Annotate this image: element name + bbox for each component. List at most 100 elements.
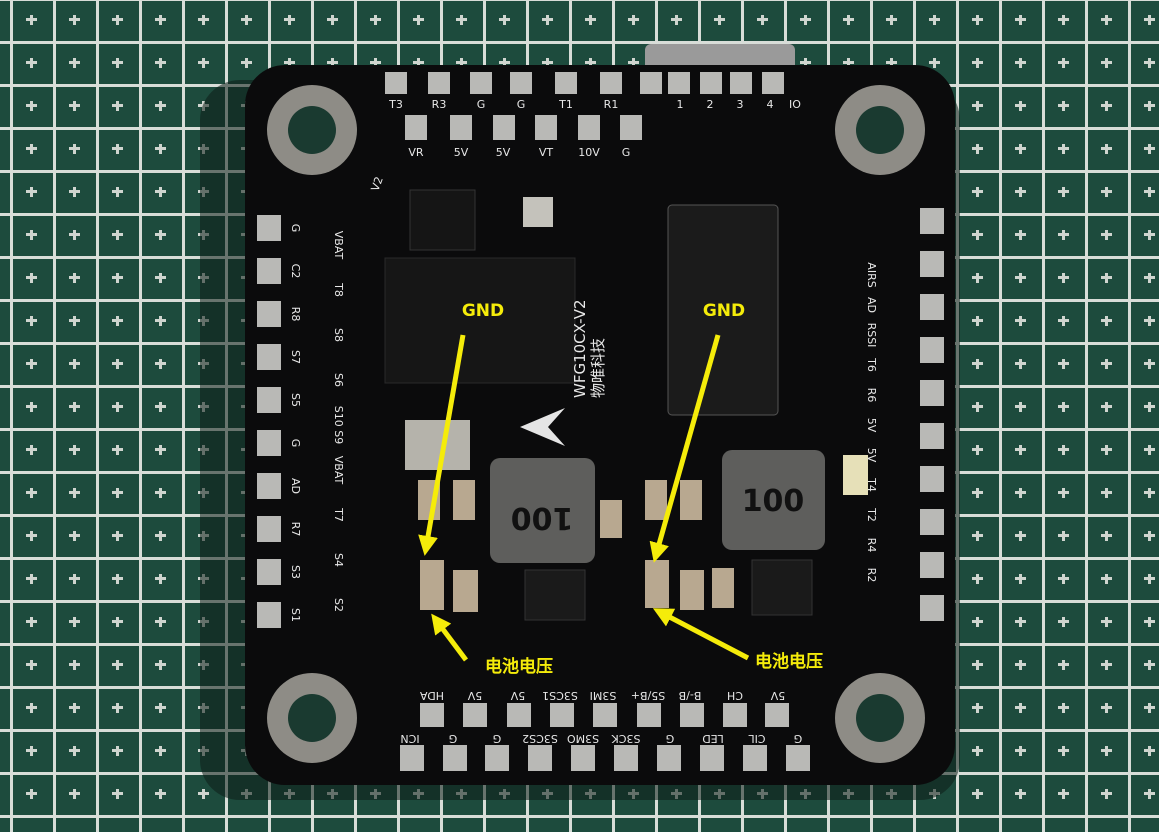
silk-label: IO <box>789 98 801 111</box>
solder-pad <box>578 115 600 140</box>
silk-label: 5V <box>865 418 878 433</box>
silk-label: S3CS1 <box>542 689 578 702</box>
solder-pad <box>920 466 944 492</box>
silk-label: VBAT <box>332 456 345 485</box>
inductor-right-label: 100 <box>742 484 805 519</box>
arrow-battery-left <box>431 613 468 662</box>
sd-card-slot <box>667 204 779 416</box>
solder-pad <box>640 72 662 94</box>
solder-pad <box>463 703 487 727</box>
solder-pad <box>257 473 281 499</box>
silk-label: S10 S9 <box>332 406 345 444</box>
silk-label: S7 <box>289 350 302 364</box>
solder-pad <box>443 745 467 771</box>
arrow-gnd-right <box>649 334 721 563</box>
solder-pad <box>257 215 281 241</box>
solder-pad <box>257 387 281 413</box>
silk-label: S3MI <box>590 689 617 702</box>
solder-pad <box>385 72 407 94</box>
silk-label: CIL <box>748 732 766 745</box>
silk-label: T6 <box>865 357 878 372</box>
board-version-label: V2 <box>369 175 386 193</box>
board-model-label: WFG10CX-V2 <box>571 299 589 398</box>
silk-label: S4 <box>332 553 345 567</box>
silk-label: RSSI <box>865 323 878 348</box>
solder-pad <box>786 745 810 771</box>
silk-label: VBAT <box>332 231 345 260</box>
silk-label: 2 <box>707 98 714 111</box>
solder-pad <box>571 745 595 771</box>
mounting-holes <box>267 85 925 763</box>
arrow-gnd-left <box>418 334 466 556</box>
silk-label: S2 <box>332 598 345 612</box>
solder-pad <box>765 703 789 727</box>
solder-pad <box>257 301 281 327</box>
mosfet-right <box>751 559 813 616</box>
solder-pad <box>493 115 515 140</box>
solder-pad <box>620 115 642 140</box>
solder-pad <box>600 72 622 94</box>
silk-label: R4 <box>865 538 878 553</box>
silk-label: 5V <box>865 448 878 463</box>
flight-controller-board <box>245 65 955 785</box>
silk-label: C2 <box>289 264 302 279</box>
voltage-regulator-chip <box>409 189 476 251</box>
silk-label: VT <box>539 146 554 159</box>
solder-pad <box>257 559 281 585</box>
solder-pad <box>637 703 661 727</box>
silk-label: R8 <box>289 307 302 322</box>
silk-label: T8 <box>332 282 345 297</box>
silk-label: VR <box>408 146 424 159</box>
silk-label: G <box>517 98 526 111</box>
silk-label: AD <box>865 297 878 313</box>
crystal <box>405 420 470 470</box>
solder-pad <box>680 703 704 727</box>
solder-pad <box>485 745 509 771</box>
silk-label: 5V <box>510 689 525 702</box>
silk-label: G <box>493 732 502 745</box>
inductor-right <box>722 450 825 550</box>
silk-label: S5/B+ <box>631 689 665 702</box>
arrow-battery-right <box>652 608 750 661</box>
silk-label: LED <box>702 732 724 745</box>
solder-pad <box>700 745 724 771</box>
solder-pad <box>920 251 944 277</box>
silk-label: T2 <box>865 507 878 522</box>
solder-pad <box>400 745 424 771</box>
silk-label: AIRS <box>865 262 878 287</box>
solder-pad <box>257 344 281 370</box>
silk-label: ICN <box>400 732 419 745</box>
silk-label: B-/B <box>679 689 702 702</box>
direction-arrow-icon <box>520 408 565 446</box>
silk-label: G <box>666 732 675 745</box>
silk-label: G <box>289 224 302 233</box>
silk-label: G <box>477 98 486 111</box>
solder-pads <box>257 72 944 771</box>
solder-pad <box>550 703 574 727</box>
silk-label: R7 <box>289 522 302 537</box>
battery-voltage-label-left: 电池电压 <box>485 656 553 677</box>
solder-pad <box>730 72 752 94</box>
solder-pad <box>470 72 492 94</box>
solder-pad <box>920 595 944 621</box>
silk-label: 4 <box>767 98 774 111</box>
silk-label: 1 <box>677 98 684 111</box>
silk-label: T7 <box>332 507 345 522</box>
solder-pad <box>535 115 557 140</box>
solder-pad <box>668 72 690 94</box>
silk-label: S5 <box>289 393 302 407</box>
solder-pad <box>257 258 281 284</box>
solder-pad <box>507 703 531 727</box>
inductor-left <box>490 458 595 563</box>
silk-label: CH <box>727 689 743 702</box>
silk-label: T4 <box>865 477 878 492</box>
solder-pad <box>405 115 427 140</box>
solder-pad <box>593 703 617 727</box>
silk-label: 10V <box>578 146 600 159</box>
